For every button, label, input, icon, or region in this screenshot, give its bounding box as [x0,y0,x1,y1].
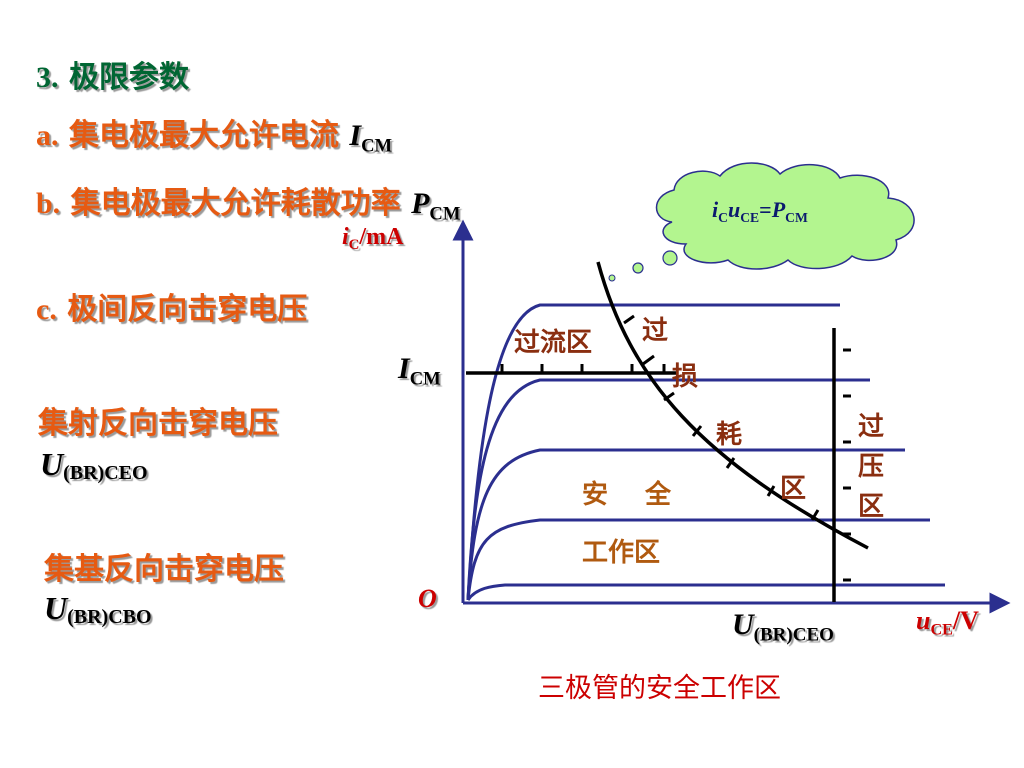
region-work: 工作区 [582,538,661,568]
pcm-tick-2 [642,354,655,366]
pcm-tick-1 [623,314,635,325]
pcm-tick-3 [663,391,675,402]
breakdown-cbo-symbol: U(BR)CBO [44,590,152,628]
thought-dot-large [662,250,678,266]
region-overloss-char-1: 过 [642,316,669,346]
item-a-symbol: ICM [349,119,393,157]
item-c: c. 极间反向击穿电压 [36,284,307,328]
slide-heading: 3. 极限参数 [36,52,189,96]
diagram-caption: 三极管的安全工作区 [538,673,781,704]
item-a-letter: a. [36,119,59,152]
thought-dot-small [608,274,616,282]
region-safe-char-2: 全 [645,480,672,510]
item-b-symbol: PCM [411,187,461,225]
region-overloss-char-3: 耗 [716,420,743,450]
icm-label: ICM [398,352,441,390]
item-b-letter: b. [36,187,61,220]
breakdown-ceo-symbol: U(BR)CEO [40,446,148,484]
pcm-tick-7 [810,509,820,521]
pcm-tick-6 [766,485,776,497]
y-axis-label: iC/mA [342,224,404,254]
pcm-curve [596,261,869,550]
bubble-equation: iCuCE=PCM [712,197,808,225]
breakdown-ceo-label: 集射反向击穿电压 [38,406,278,441]
region-overvoltage-char-1: 过 [858,412,885,442]
region-safe-char-1: 安 [582,480,609,510]
pcm-tick-4 [691,425,703,437]
heading-text: 极限参数 [68,60,189,95]
item-c-letter: c. [36,293,57,326]
region-overcurrent: 过流区 [514,328,593,358]
item-a-text: 集电极最大允许电流 [68,118,339,153]
thought-bubble [655,162,915,270]
item-c-text: 极间反向击穿电压 [67,292,308,327]
region-overvoltage-char-3: 区 [858,492,885,522]
region-overloss-char-4: 区 [780,474,807,504]
characteristic-curve-4 [466,518,930,601]
region-overvoltage-char-2: 压 [858,452,885,482]
characteristic-curve-5 [466,583,945,601]
region-overloss-char-2: 损 [672,362,699,392]
x-axis-label: uCE/V [916,606,979,639]
item-b-text: 集电极最大允许耗散功率 [70,186,401,221]
item-a: a. 集电极最大允许电流 ICM [36,110,392,158]
thought-dot-medium [632,262,644,274]
pcm-tick-5 [725,457,736,469]
ubr-label: U(BR)CEO [732,608,834,646]
item-b: b. 集电极最大允许耗散功率 PCM [36,178,460,226]
origin-label: O [418,584,437,613]
characteristic-curve-3 [466,448,905,601]
heading-number: 3. [36,61,59,94]
breakdown-cbo-label: 集基反向击穿电压 [44,552,284,587]
